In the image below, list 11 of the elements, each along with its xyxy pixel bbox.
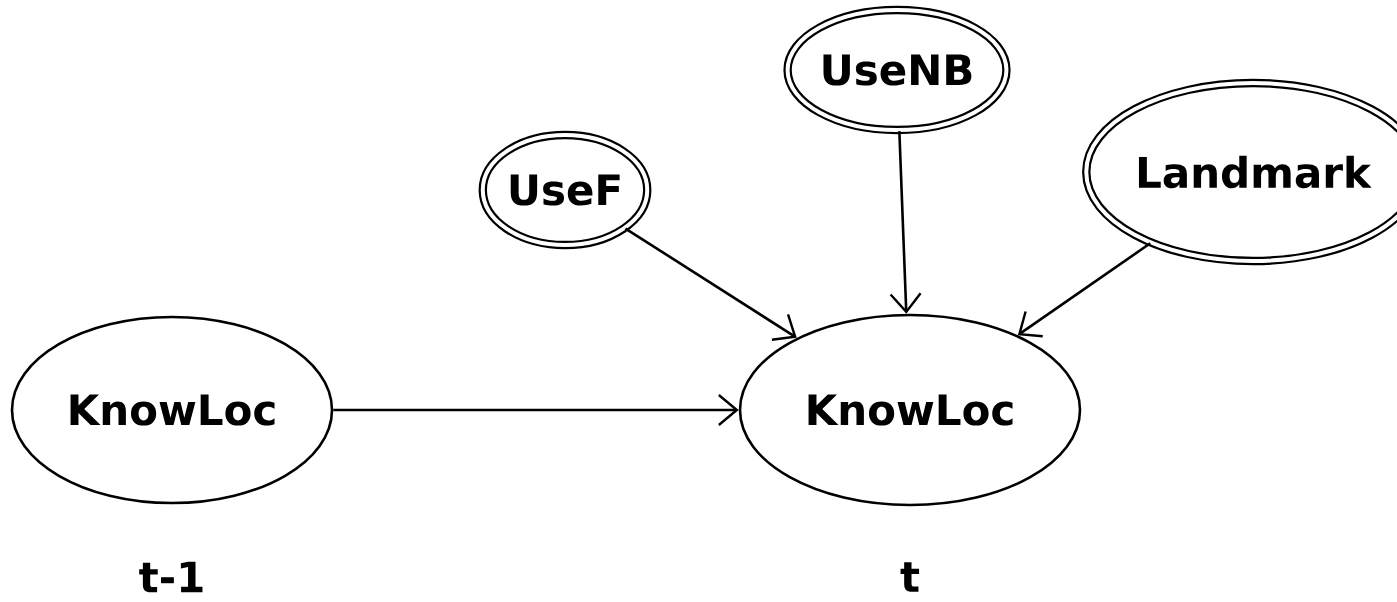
ellipse-node: UseF bbox=[478, 130, 652, 250]
arrow bbox=[333, 394, 739, 426]
ellipse-node: Landmark bbox=[1082, 78, 1397, 266]
time-label: t bbox=[900, 562, 920, 592]
ellipse-node: KnowLoc bbox=[10, 315, 334, 505]
ellipse-node: KnowLoc bbox=[738, 313, 1082, 507]
arrow bbox=[889, 131, 922, 314]
arrow bbox=[1017, 242, 1152, 338]
time-label: t-1 bbox=[139, 561, 203, 593]
arrow bbox=[624, 227, 797, 341]
ellipse-node: UseNB bbox=[783, 5, 1011, 135]
